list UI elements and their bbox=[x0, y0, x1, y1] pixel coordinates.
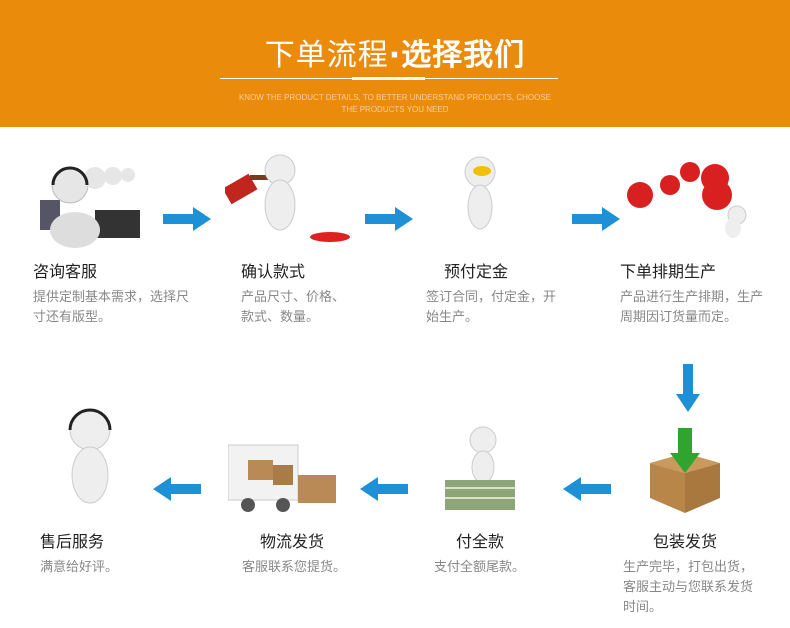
arrow-right-icon bbox=[572, 207, 620, 231]
step-title: 包装发货 bbox=[653, 532, 718, 551]
after-sales-image bbox=[68, 408, 112, 504]
arrow-left-icon bbox=[153, 477, 201, 501]
arrow-down-icon bbox=[676, 364, 700, 412]
step-desc: 产品进行生产排期，生产周期因订货量而定。 bbox=[620, 290, 764, 325]
logistics-truck-image bbox=[228, 444, 336, 512]
title-light: 下单流程 bbox=[264, 38, 389, 73]
packaging-box-image bbox=[650, 428, 720, 513]
step-title: 确认款式 bbox=[241, 262, 306, 281]
step-desc: 支付全额尾款。 bbox=[434, 560, 526, 575]
step-deposit: 预付定金签订合同，付定金，开始生产。 bbox=[426, 258, 556, 328]
subtitle: KNOW THE PRODUCT DETAILS, TO BETTER UNDE… bbox=[200, 92, 590, 116]
step-title: 售后服务 bbox=[40, 532, 105, 551]
deposit-image bbox=[464, 156, 496, 230]
step-desc: 客服联系您提货。 bbox=[242, 560, 347, 575]
step-desc: 提供定制基本需求，选择尺寸还有版型。 bbox=[33, 290, 190, 325]
step-title: 下单排期生产 bbox=[620, 262, 717, 281]
step-packaging: 包装发货生产完毕，打包出货，客服主动与您联系发货时间。 bbox=[623, 528, 763, 618]
production-gears-image bbox=[627, 162, 747, 238]
arrow-right-icon bbox=[365, 207, 413, 231]
confirm-style-image bbox=[225, 154, 350, 242]
step-desc: 满意给好评。 bbox=[40, 560, 119, 575]
step-title: 预付定金 bbox=[444, 262, 509, 281]
step-confirm: 确认款式产品尺寸、价格、款式、数量。 bbox=[241, 258, 356, 328]
full-payment-image bbox=[445, 426, 515, 510]
step-logistics: 物流发货客服联系您提货。 bbox=[242, 528, 372, 578]
divider-accent bbox=[352, 77, 425, 80]
subtitle-line: THE PRODUCTS YOU NEED bbox=[341, 105, 449, 114]
step-title: 付全款 bbox=[456, 532, 505, 551]
step-desc: 产品尺寸、价格、款式、数量。 bbox=[241, 290, 346, 325]
title-dot: · bbox=[388, 38, 402, 73]
step-desc: 签订合同，付定金，开始生产。 bbox=[426, 290, 557, 325]
arrow-left-icon bbox=[360, 477, 408, 501]
step-consult: 咨询客服提供定制基本需求，选择尺寸还有版型。 bbox=[33, 258, 198, 328]
step-production: 下单排期生产产品进行生产排期，生产周期因订货量而定。 bbox=[620, 258, 770, 328]
customer-service-image bbox=[40, 166, 140, 248]
title-bold: 选择我们 bbox=[401, 38, 526, 73]
arrow-right-icon bbox=[163, 207, 211, 231]
step-title: 物流发货 bbox=[260, 532, 325, 551]
page-title: 下单流程·选择我们 bbox=[0, 30, 790, 74]
header-banner: 下单流程·选择我们 KNOW THE PRODUCT DETAILS, TO B… bbox=[0, 0, 790, 127]
step-desc: 生产完毕，打包出货，客服主动与您联系发货时间。 bbox=[623, 560, 754, 615]
step-after-sales: 售后服务满意给好评。 bbox=[40, 528, 170, 578]
step-full-payment: 付全款支付全额尾款。 bbox=[434, 528, 564, 578]
subtitle-line: KNOW THE PRODUCT DETAILS, TO BETTER UNDE… bbox=[238, 93, 552, 102]
step-title: 咨询客服 bbox=[33, 262, 98, 281]
arrow-left-icon bbox=[563, 477, 611, 501]
